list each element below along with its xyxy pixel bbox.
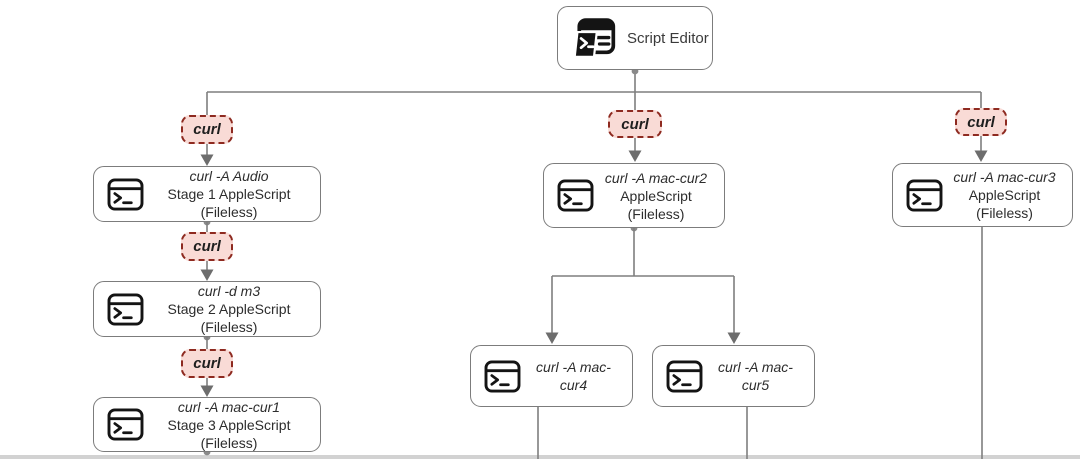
badge-label: curl <box>621 115 649 133</box>
node-command: curl -A mac-cur3 <box>953 169 1056 185</box>
terminal-icon <box>484 359 521 393</box>
node-text: curl -A mac-cur2 AppleScript (Fileless) <box>594 169 724 223</box>
terminal-icon <box>557 179 594 212</box>
node-text: curl -A mac-cur1 Stage 3 AppleScript (Fi… <box>144 398 320 452</box>
script-editor-icon <box>571 17 617 60</box>
node-subtitle: AppleScript (Fileless) <box>620 187 692 222</box>
badge-label: curl <box>193 355 221 372</box>
curl-badge-5: curl <box>955 108 1007 136</box>
node-text: curl -A Audio Stage 1 AppleScript (Filel… <box>144 167 320 221</box>
curl-badge-3: curl <box>181 349 233 378</box>
node-stage3-applescript: curl -A mac-cur1 Stage 3 AppleScript (Fi… <box>93 397 321 452</box>
node-subtitle: Stage 2 AppleScript (Fileless) <box>167 301 291 335</box>
terminal-icon <box>107 292 144 326</box>
terminal-icon <box>666 359 703 393</box>
edge-root-branch <box>206 67 982 116</box>
curl-badge-4: curl <box>608 110 662 138</box>
curl-badge-1: curl <box>181 115 233 144</box>
node-mac-cur5: curl -A mac-cur5 <box>652 345 815 407</box>
node-stage1-applescript: curl -A Audio Stage 1 AppleScript (Filel… <box>93 166 321 222</box>
node-command: curl -A Audio <box>189 168 269 184</box>
node-command: curl -A mac-cur2 <box>604 169 708 186</box>
node-label: Script Editor <box>627 29 709 47</box>
node-text: curl -d m3 Stage 2 AppleScript (Fileless… <box>144 282 320 336</box>
node-command: curl -d m3 <box>197 283 261 299</box>
node-mac-cur2: curl -A mac-cur2 AppleScript (Fileless) <box>543 163 725 228</box>
node-command: curl -A mac-cur1 <box>177 398 281 415</box>
node-text: curl -A mac-cur3 AppleScript (Fileless) <box>943 168 1072 222</box>
badge-label: curl <box>967 113 995 131</box>
bottom-edge-strip <box>0 455 1080 459</box>
node-script-editor: Script Editor <box>557 6 713 70</box>
badge-label: curl <box>193 238 221 255</box>
curl-badge-2: curl <box>181 232 233 261</box>
node-subtitle: Stage 1 AppleScript (Fileless) <box>167 186 291 220</box>
terminal-icon <box>107 177 144 211</box>
node-text: curl -A mac-cur4 <box>521 358 632 394</box>
node-command: curl -A mac-cur5 <box>718 359 793 393</box>
node-command: curl -A mac-cur4 <box>536 359 611 393</box>
node-stage2-applescript: curl -d m3 Stage 2 AppleScript (Fileless… <box>93 281 321 337</box>
badge-label: curl <box>193 121 221 138</box>
node-mac-cur3: curl -A mac-cur3 AppleScript (Fileless) <box>892 163 1073 227</box>
node-subtitle: AppleScript (Fileless) <box>968 187 1041 221</box>
node-mac-cur4: curl -A mac-cur4 <box>470 345 633 407</box>
node-text: curl -A mac-cur5 <box>703 358 814 394</box>
terminal-icon <box>107 408 144 441</box>
node-subtitle: Stage 3 AppleScript (Fileless) <box>167 416 291 451</box>
terminal-icon <box>906 178 943 212</box>
